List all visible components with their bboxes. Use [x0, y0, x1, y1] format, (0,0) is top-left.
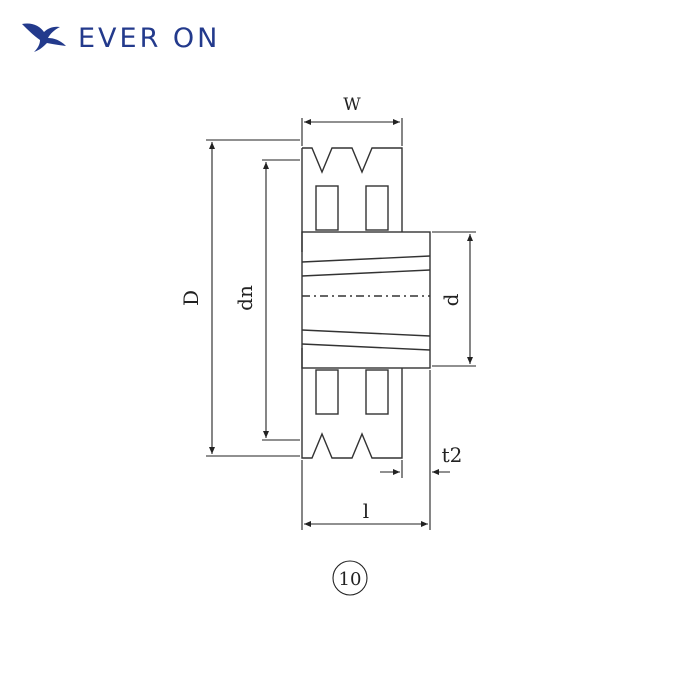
brand-logo: EVER ON	[20, 18, 220, 58]
pulley-top-outline	[301, 147, 403, 252]
label-l: l	[363, 499, 369, 523]
label-D: D	[179, 290, 203, 306]
pulley-hub	[301, 231, 431, 369]
label-d: d	[439, 293, 463, 306]
figure-number-circle	[332, 560, 368, 596]
bird-logo-icon	[22, 23, 66, 52]
label-t2: t2	[442, 443, 463, 467]
label-W: W	[343, 95, 361, 115]
label-dn: dn	[233, 285, 257, 311]
brand-name: EVER ON	[78, 22, 221, 54]
figure-number: 10	[339, 569, 362, 590]
pulley-bottom-outline	[301, 348, 403, 459]
